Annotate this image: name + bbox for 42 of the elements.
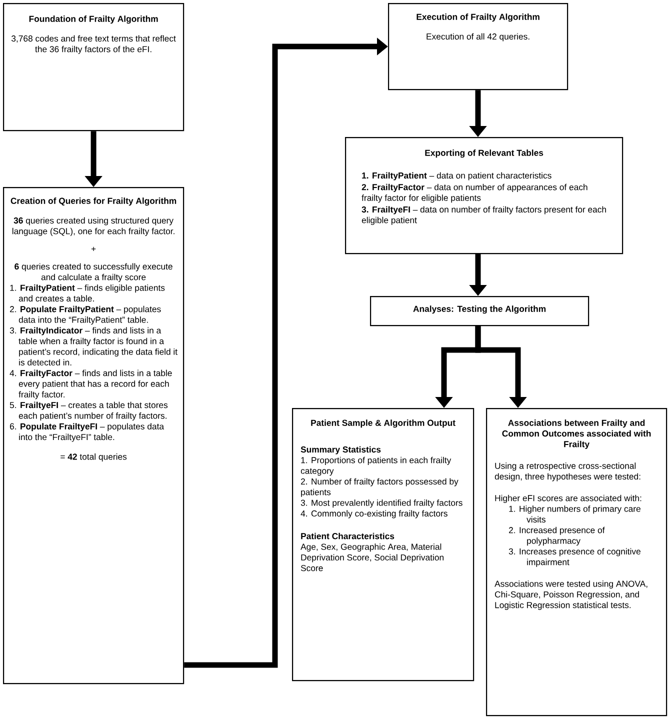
body-text: Using a retrospective cross-sectional design, three hypotheses were tested:: [494, 462, 640, 482]
body-text: 3. FrailtyeFI – data on number of frailty factors present for each eligible patient: [362, 206, 606, 225]
body-text: 6 queries created to successfully execute and calculate a frailty score: [14, 263, 172, 282]
box-heading: Analyses: Testing the Algorithm: [413, 306, 546, 314]
body-text: Age, Sex, Geographic Area, Material Deprivation Score, Social Deprivation Score: [300, 544, 444, 572]
body-text: 4. Commonly co-existing frailty factors: [300, 510, 448, 518]
body-text: 3. Most prevalently identified frailty factors: [300, 500, 462, 508]
list-item: 3. FrailtyIndicator – finds and lists in a table when a frailty factor is found in a patient’s record, indicating the data field it is detected in.: [10, 327, 178, 366]
process-box: [486, 408, 668, 716]
box-heading: Associations between Frailty and Common Outcomes associated with Frailty: [502, 420, 651, 449]
body-text: 2. FrailtyFactor – data on number of appearances of each frailty factor for eligible patients: [362, 184, 588, 203]
process-box: [345, 137, 624, 254]
list-item: 6. Populate FrailtyeFI – populates data into the “FrailtyeFI” table.: [10, 423, 164, 442]
list-item: 3. Increases presence of cognitive impairment: [508, 548, 640, 567]
body-text: 1. FrailtyPatient – data on patient characteristics: [362, 172, 552, 180]
list-item: 4. FrailtyFactor – finds and lists in a table every patient that has a record for each frailty factor.: [10, 370, 172, 400]
box-heading: Exporting of Relevant Tables: [425, 150, 544, 158]
body-text: 1. Proportions of patients in each frailty category: [300, 456, 452, 476]
body-text: 3,768 codes and free text terms that reflect the 36 frailty factors of the eFI.: [12, 35, 176, 54]
list-item: 2. Increased presence of polypharmacy: [508, 526, 605, 546]
box-heading: Patient Sample & Algorithm Output: [311, 420, 456, 428]
list-item: 5. FrailtyeFI – creates a table that stores each patient’s number of frailty factors.: [10, 402, 168, 420]
process-box: [388, 3, 568, 90]
list-item: 1. FrailtyPatient – finds eligible patients and creates a table.: [10, 284, 165, 302]
list-item: 2. Populate FrailtyPatient – populates data into the “FrailtyPatient” table.: [10, 306, 161, 325]
body-text: Execution of all 42 queries.: [426, 33, 530, 42]
process-box: [3, 187, 184, 684]
body-text: Higher eFI scores are associated with:: [495, 494, 642, 503]
box-heading: Creation of Queries for Frailty Algorithm: [10, 198, 176, 206]
body-text: +: [91, 246, 96, 252]
body-text: 36 queries created using structured query language (SQL), one for each frailty factor.: [12, 217, 174, 236]
body-text: Associations were tested using ANOVA, Chi-Square, Poisson Regression, and Logistic Regression statistical tests.: [494, 580, 648, 610]
box-heading: Execution of Frailty Algorithm: [416, 14, 540, 22]
body-text: = 42 total queries: [60, 453, 127, 462]
process-box: [292, 408, 474, 682]
subheading: Patient Characteristics: [301, 532, 394, 540]
box-heading: Foundation of Frailty Algorithm: [29, 16, 158, 24]
process-box: [370, 296, 590, 326]
list-item: 1. Higher numbers of primary care visits: [509, 506, 640, 523]
body-text: 2. Number of frailty factors possessed by patients: [300, 478, 458, 497]
subheading: Summary Statistics: [300, 446, 381, 454]
process-box: [3, 3, 184, 132]
